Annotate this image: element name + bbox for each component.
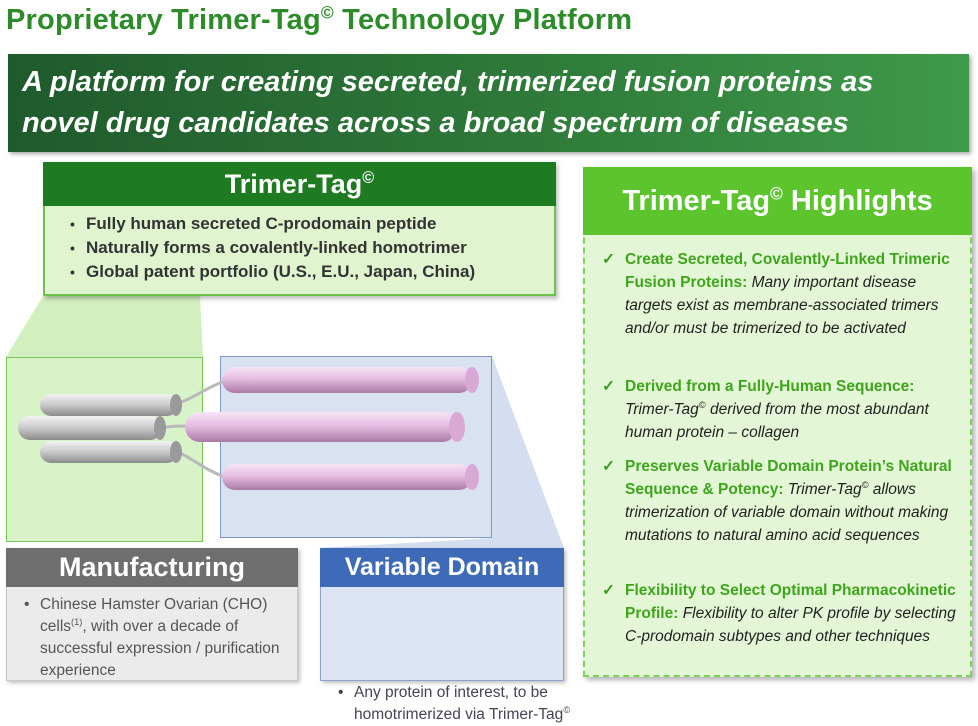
linker-strand bbox=[177, 450, 226, 479]
trimer-tag-heading: Trimer-Tag© bbox=[43, 162, 556, 206]
variable-domain-heading: Variable Domain bbox=[320, 548, 564, 587]
gray-tube-middle bbox=[18, 416, 166, 440]
variable-domain-description: Any protein of interest, to be homotrime… bbox=[336, 682, 576, 726]
list-item: Naturally forms a covalently-linked homo… bbox=[48, 236, 475, 260]
pink-tube-bottom bbox=[222, 464, 479, 490]
trimer-tag-connector bbox=[6, 296, 203, 357]
list-item: Fully human secreted C-prodomain peptide bbox=[48, 212, 475, 236]
trimer-illustration bbox=[18, 367, 479, 490]
gray-tube-bottom bbox=[40, 441, 182, 463]
pink-tube-middle bbox=[185, 412, 465, 442]
manufacturing-heading: Manufacturing bbox=[6, 548, 298, 587]
checkmark-icon: ✓ bbox=[602, 582, 615, 599]
tagline-line-1: A platform for creating secreted, trimer… bbox=[22, 66, 874, 98]
page-title: Proprietary Trimer-Tag© Technology Platf… bbox=[6, 2, 633, 36]
checkmark-icon: ✓ bbox=[602, 378, 615, 395]
list-item: Global patent portfolio (U.S., E.U., Jap… bbox=[48, 260, 475, 284]
highlights-box bbox=[583, 167, 972, 677]
manufacturing-description: Chinese Hamster Ovarian (CHO) cells(1), … bbox=[22, 594, 310, 682]
highlight-item: ✓ Preserves Variable Domain Protein’s Na… bbox=[602, 455, 966, 547]
highlight-item: ✓ Flexibility to Select Optimal Pharmaco… bbox=[602, 579, 966, 648]
pink-tube-top bbox=[222, 367, 479, 393]
checkmark-icon: ✓ bbox=[602, 251, 615, 268]
variable-domain-connector bbox=[320, 356, 564, 548]
highlight-item: ✓ Create Secreted, Covalently-Linked Tri… bbox=[602, 248, 966, 340]
linker-strand bbox=[175, 379, 226, 406]
gray-tube-top bbox=[40, 394, 182, 416]
tagline-line-2: novel drug candidates across a broad spe… bbox=[22, 107, 849, 139]
tagline-banner: A platform for creating secreted, trimer… bbox=[8, 54, 969, 152]
trimer-tag-bullets: Fully human secreted C-prodomain peptide… bbox=[48, 212, 475, 284]
highlights-heading: Trimer-Tag© Highlights bbox=[583, 167, 972, 235]
checkmark-icon: ✓ bbox=[602, 458, 615, 475]
highlight-item: ✓ Derived from a Fully-Human Sequence: T… bbox=[602, 375, 966, 444]
trimer-diagram bbox=[6, 296, 564, 548]
